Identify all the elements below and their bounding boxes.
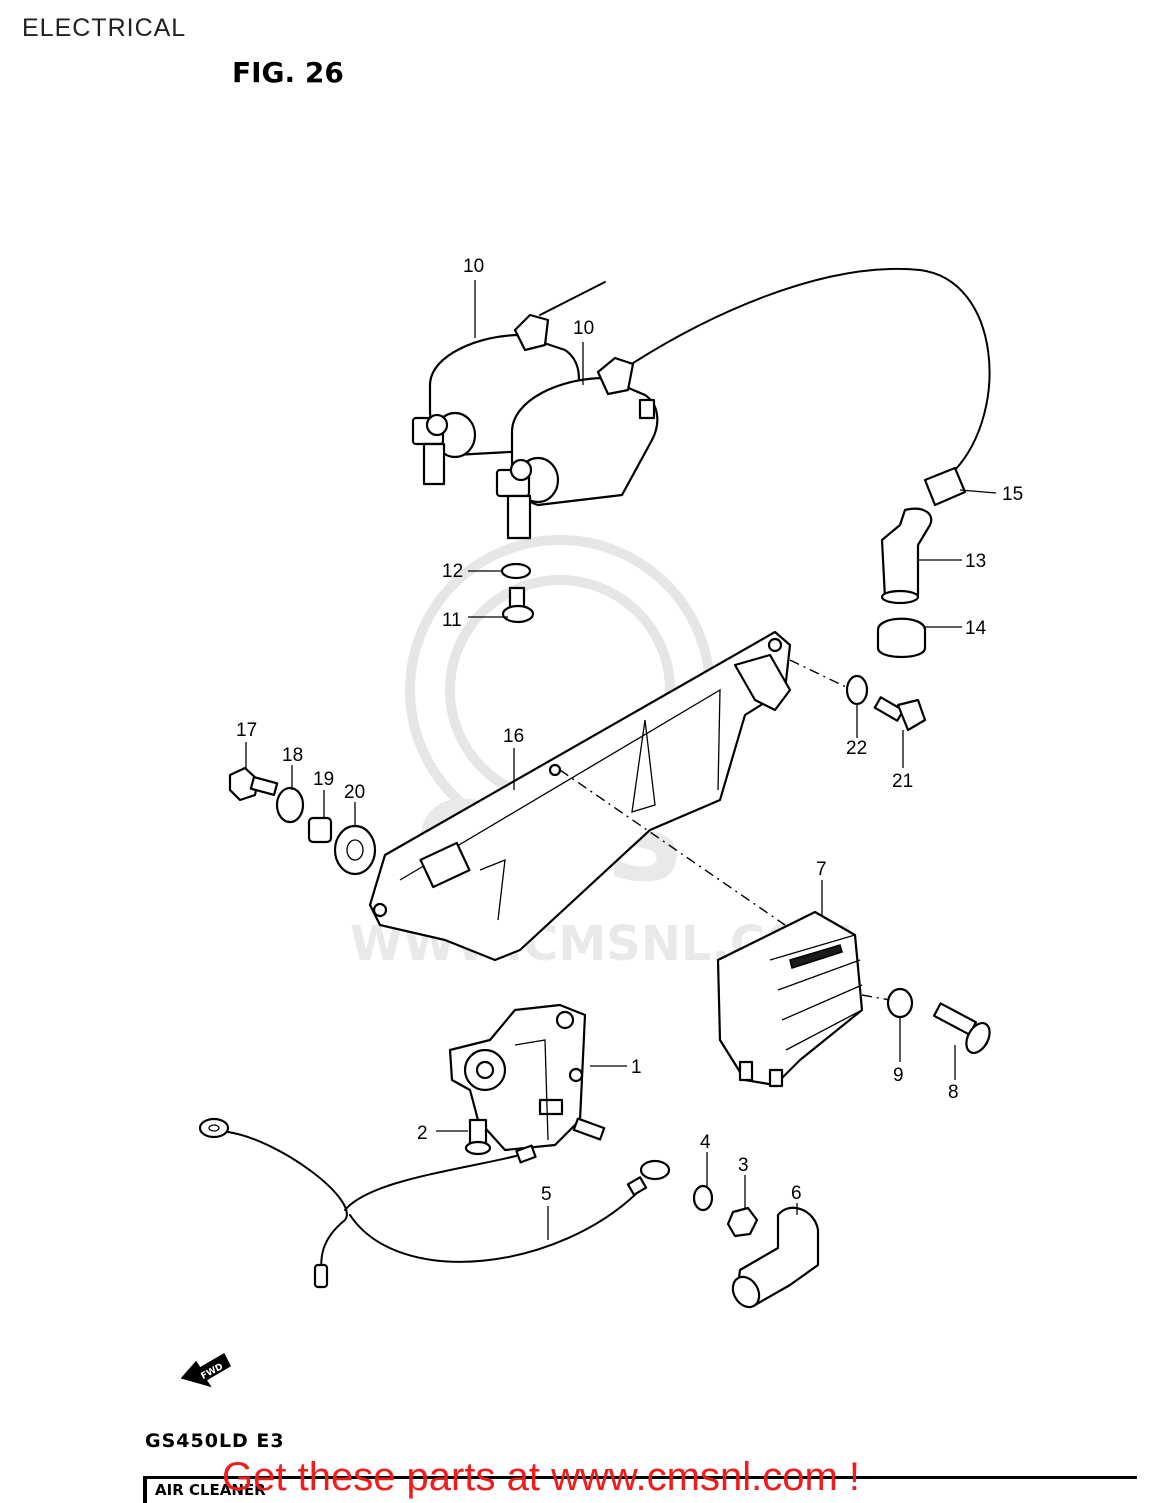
bracket-washer[interactable] bbox=[275, 786, 305, 824]
next-section-bar: AIR CLEANER bbox=[143, 1476, 1137, 1503]
callout-2: 2 bbox=[417, 1123, 428, 1144]
fwd-arrow-icon: FWD bbox=[180, 1352, 231, 1388]
callout-8: 8 bbox=[948, 1082, 959, 1103]
callout-9: 9 bbox=[893, 1065, 904, 1086]
relay-mounting-bolt[interactable] bbox=[464, 1118, 492, 1156]
spark-plug-cap[interactable] bbox=[880, 507, 933, 605]
bracket-front-bolt[interactable] bbox=[228, 766, 279, 802]
terminal-lock-washer[interactable] bbox=[692, 1184, 714, 1212]
coil-mounting-bolt[interactable] bbox=[501, 586, 535, 624]
callout-7: 7 bbox=[816, 859, 827, 880]
plug-cap-seal[interactable] bbox=[923, 466, 967, 507]
callout-5: 5 bbox=[541, 1184, 552, 1205]
regulator-bracket[interactable] bbox=[368, 630, 792, 962]
terminal-nut[interactable] bbox=[726, 1206, 759, 1238]
regulator-screw[interactable] bbox=[932, 1002, 994, 1056]
model-label: GS450LD E3 bbox=[145, 1430, 285, 1452]
plug-cap-cover[interactable] bbox=[876, 617, 927, 658]
callout-16: 16 bbox=[503, 726, 524, 747]
callout-10-coil-b: 10 bbox=[573, 318, 594, 339]
terminal-cover[interactable] bbox=[728, 1206, 820, 1312]
callout-6: 6 bbox=[791, 1183, 802, 1204]
callout-21: 21 bbox=[892, 771, 913, 792]
callout-17: 17 bbox=[236, 720, 257, 741]
figure-label: FIG. 26 bbox=[232, 56, 344, 89]
bracket-lock-washer[interactable] bbox=[845, 674, 869, 706]
regulator-washer[interactable] bbox=[886, 987, 914, 1019]
callout-10-coil-a: 10 bbox=[463, 256, 484, 277]
next-section-label: AIR CLEANER bbox=[155, 1481, 266, 1499]
callout-18: 18 bbox=[282, 745, 303, 766]
callout-19: 19 bbox=[313, 769, 334, 790]
starter-relay[interactable] bbox=[448, 1003, 606, 1152]
callout-11: 11 bbox=[442, 610, 462, 631]
leader-lines bbox=[245, 280, 997, 1240]
callout-22: 22 bbox=[846, 738, 867, 759]
callout-4: 4 bbox=[700, 1132, 711, 1153]
callout-14: 14 bbox=[965, 618, 987, 639]
battery-lead-wire[interactable] bbox=[198, 1117, 671, 1289]
callout-3: 3 bbox=[738, 1155, 749, 1176]
voltage-regulator[interactable] bbox=[716, 910, 864, 1088]
ignition-lead-wire-left bbox=[539, 281, 606, 316]
ignition-lead-wire bbox=[629, 267, 991, 471]
promo-link[interactable]: Get these parts at www.cmsnl.com ! bbox=[222, 1455, 860, 1499]
bracket-rubber-cushion[interactable] bbox=[333, 824, 377, 876]
bracket-spacer[interactable] bbox=[307, 816, 333, 844]
callout-12: 12 bbox=[442, 561, 463, 582]
bracket-bolt[interactable] bbox=[873, 696, 927, 732]
callout-15: 15 bbox=[1002, 484, 1023, 505]
callout-1: 1 bbox=[631, 1057, 642, 1078]
section-title: ELECTRICAL bbox=[22, 14, 187, 42]
ignition-coil-b[interactable] bbox=[495, 356, 659, 540]
callout-20: 20 bbox=[344, 782, 365, 803]
coil-lock-washer[interactable] bbox=[500, 562, 532, 580]
callout-13: 13 bbox=[965, 551, 986, 572]
